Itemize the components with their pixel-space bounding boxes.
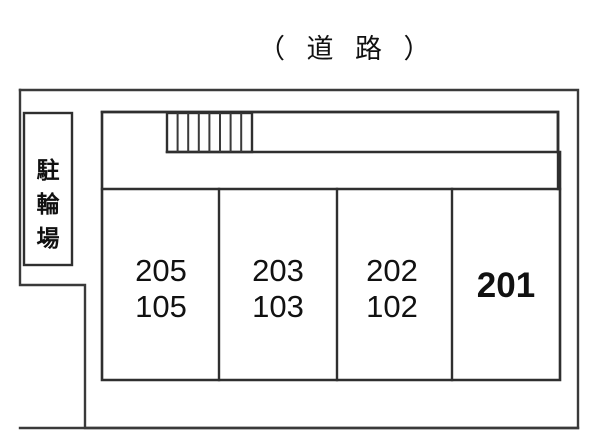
unit-label-201: 201 bbox=[477, 266, 535, 305]
unit-label-103: 103 bbox=[252, 289, 304, 324]
site-boundary-notch bbox=[18, 88, 580, 430]
bicycle-parking-char-2: 輪 bbox=[37, 191, 61, 217]
unit-label-105: 105 bbox=[135, 289, 187, 324]
staircase-treads bbox=[176, 113, 243, 152]
bicycle-parking-char-3: 場 bbox=[37, 225, 60, 251]
unit-label-202: 202 bbox=[366, 253, 418, 288]
bicycle-parking-char-1: 駐 bbox=[37, 157, 60, 183]
unit-label-205: 205 bbox=[135, 253, 187, 288]
road-label: （ 道 路 ） bbox=[258, 34, 438, 64]
unit-label-203: 203 bbox=[252, 253, 304, 288]
building-top-ledge bbox=[100, 110, 560, 154]
bicycle-parking-box bbox=[22, 111, 74, 267]
unit-label-102: 102 bbox=[366, 289, 418, 324]
